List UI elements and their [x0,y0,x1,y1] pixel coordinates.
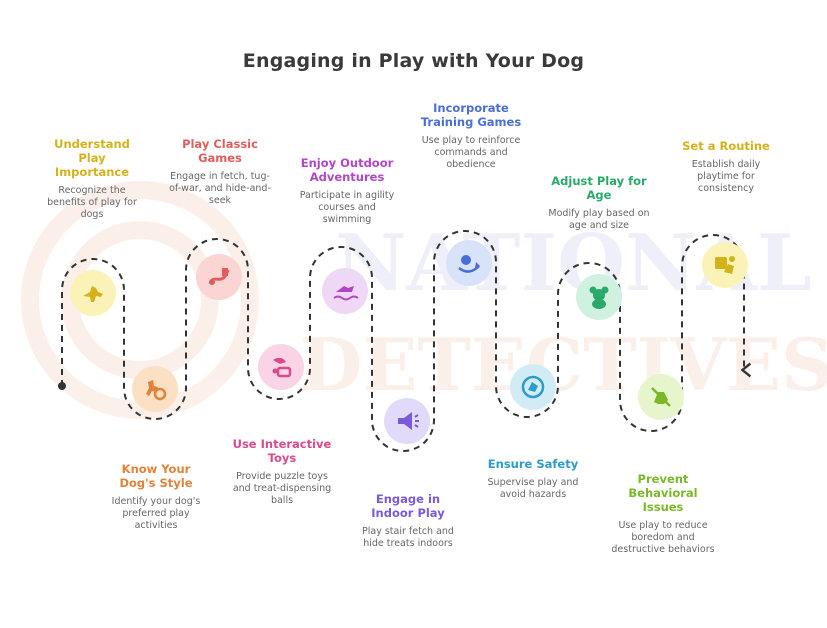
swimming-icon [333,286,359,301]
step7-title: Incorporate Training Games [420,101,522,129]
step9-desc: Modify play based on age and size [548,208,650,231]
step3-text: Play Classic Games Engage in fetch, tug-… [168,137,272,207]
step4-title: Use Interactive Toys [232,437,332,465]
step8-title: Ensure Safety [487,457,579,471]
serpentine-line [61,230,752,452]
schedule-icon [715,256,735,274]
step2-title: Know Your Dog's Style [119,462,193,490]
step1-desc: Recognize the benefits of play for dogs [47,185,137,220]
step6-icon-circle [384,398,430,444]
safety-icon [521,375,545,399]
step11-text: Set a Routine Establish daily playtime f… [672,139,780,195]
path-start-dot [58,382,66,390]
step1-text: Understand Play Importance Recognize the… [40,137,144,221]
rope-toy-icon [208,268,230,285]
step1-title: Understand Play Importance [54,137,130,179]
step5-text: Enjoy Outdoor Adventures Participate in … [294,156,400,226]
training-icon [458,255,480,273]
step8-text: Ensure Safety Supervise play and avoid h… [480,457,586,501]
step1-icon-circle [70,270,116,316]
step10-text: Prevent Behavioral Issues Use play to re… [608,472,718,556]
step10-icon-circle [638,374,684,420]
step5-title: Enjoy Outdoor Adventures [300,156,394,184]
step6-text: Engage in Indoor Play Play stair fetch a… [356,492,460,550]
step10-desc: Use play to reduce boredom and destructi… [611,520,715,555]
step10-title: Prevent Behavioral Issues [628,472,698,514]
indoor-play-icon [398,412,419,430]
step11-icon-circle [702,242,748,288]
dog-ball-icon [146,380,167,401]
step5-icon-circle [322,268,368,314]
step5-desc: Participate in agility courses and swimm… [299,190,395,225]
page-title: Engaging in Play with Your Dog [242,50,585,72]
step7-icon-circle [446,240,492,286]
step9-icon-circle [576,274,622,320]
step2-icon-circle [132,366,178,412]
step9-text: Adjust Play for Age Modify play based on… [546,174,652,232]
puzzle-toy-icon [272,357,292,378]
step7-text: Incorporate Training Games Use play to r… [418,101,524,171]
step6-desc: Play stair fetch and hide treats indoors [362,526,454,549]
step6-title: Engage in Indoor Play [371,492,445,520]
step2-desc: Identify your dog's preferred play activ… [111,496,201,531]
step4-text: Use Interactive Toys Provide puzzle toys… [230,437,334,507]
step11-title: Set a Routine [682,139,770,153]
dog-icon [83,286,103,302]
step4-icon-circle [258,344,304,390]
step11-desc: Establish daily playtime for consistency [691,159,761,194]
step2-text: Know Your Dog's Style Identify your dog'… [104,462,208,532]
step8-desc: Supervise play and avoid hazards [487,477,579,500]
step4-desc: Provide puzzle toys and treat-dispensing… [232,471,332,506]
step3-title: Play Classic Games [182,137,258,165]
step7-desc: Use play to reinforce commands and obedi… [421,135,521,170]
teddy-bear-icon [589,286,609,309]
no-dog-icon [651,387,671,407]
step9-title: Adjust Play for Age [551,174,647,202]
step8-icon-circle [510,364,556,410]
step3-desc: Engage in fetch, tug-of-war, and hide-an… [169,171,271,206]
step3-icon-circle [196,254,242,300]
